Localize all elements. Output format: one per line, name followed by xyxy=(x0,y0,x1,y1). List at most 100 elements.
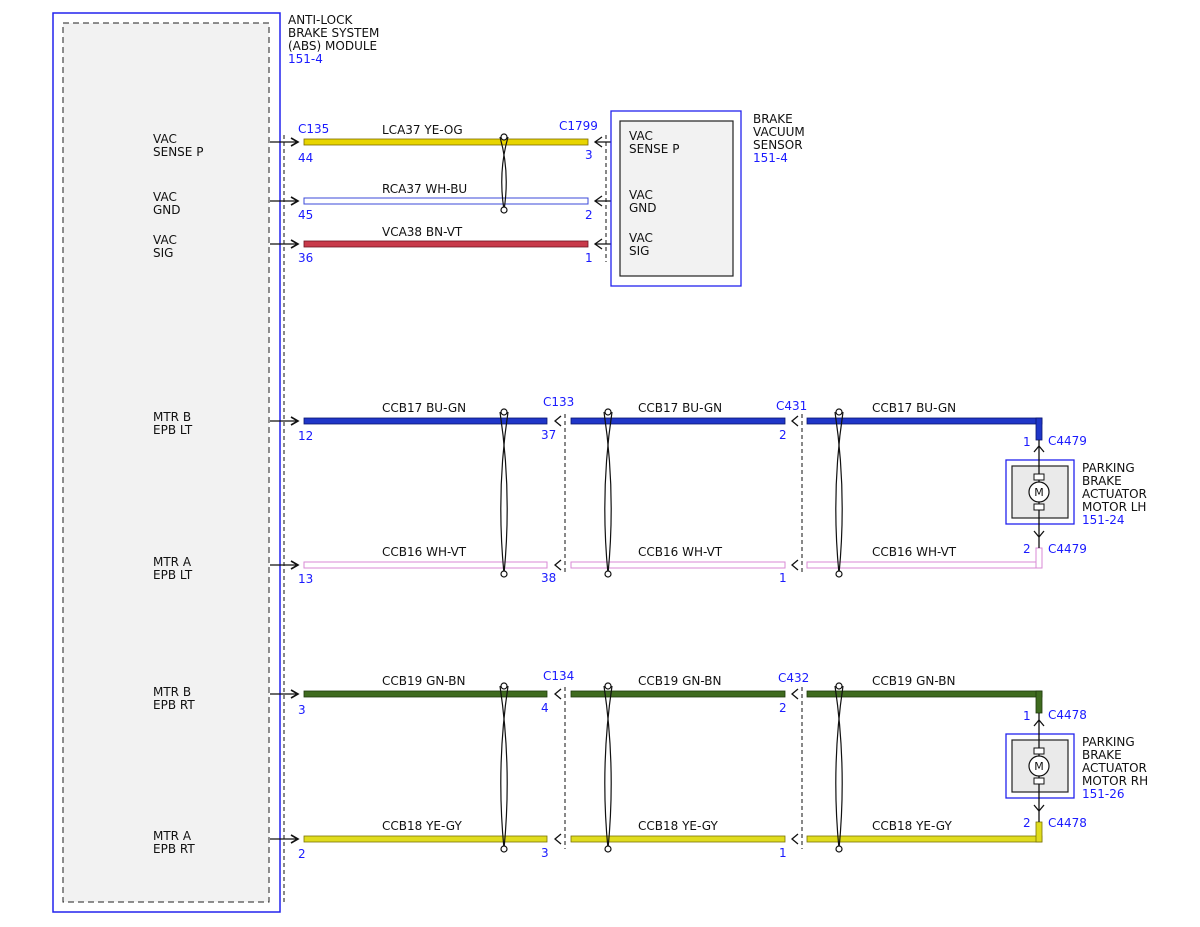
wire-label-lca37: LCA37 YE-OG xyxy=(382,123,463,137)
diagram-label: GND xyxy=(629,201,657,215)
pin-c4479-1: 1 xyxy=(1023,435,1031,449)
wire-label-ccb19-b: CCB19 GN-BN xyxy=(638,674,721,688)
wire-lca37 xyxy=(303,138,589,146)
pin-c1799-3: 3 xyxy=(585,148,593,162)
abs-module xyxy=(52,12,281,913)
wire-label-ccb17-a: CCB17 BU-GN xyxy=(382,401,466,415)
diagram-label: MOTOR RH xyxy=(1082,774,1148,788)
pin-c134-3: 3 xyxy=(541,846,549,860)
actuator-rh-title: PARKING BRAKE ACTUATOR MOTOR RH 151-26 xyxy=(1082,735,1148,801)
wire-label-ccb19-c: CCB19 GN-BN xyxy=(872,674,955,688)
motor-rh-icon xyxy=(1028,755,1050,777)
pin-c135-44: 44 xyxy=(298,151,313,165)
pin-abs-13: 13 xyxy=(298,572,313,586)
wire-rca37 xyxy=(303,197,589,205)
abs-module-ref: 151-4 xyxy=(288,52,323,66)
wire-label-ccb16-a: CCB16 WH-VT xyxy=(382,545,467,559)
diagram-label: EPB RT xyxy=(153,698,195,712)
epb-rt-arrows xyxy=(553,688,799,845)
pin-c432-1: 1 xyxy=(779,846,787,860)
diagram-label: SENSE P xyxy=(629,142,679,156)
pin-c431-1: 1 xyxy=(779,571,787,585)
wire-label-ccb19-a: CCB19 GN-BN xyxy=(382,674,465,688)
wire-label-ccb17-b: CCB17 BU-GN xyxy=(638,401,722,415)
pin-c431-2: 2 xyxy=(779,428,787,442)
brake-vacuum-sensor xyxy=(610,110,742,287)
pin-c4478-1: 1 xyxy=(1023,709,1031,723)
actuator-lh-title: PARKING BRAKE ACTUATOR MOTOR LH 151-24 xyxy=(1082,461,1147,527)
wire-label-ccb18-b: CCB18 YE-GY xyxy=(638,819,718,833)
abs-pin-labels: VAC SENSE P VAC GND VAC SIG MTR B EPB LT… xyxy=(153,132,203,856)
pin-label-vac-sense-p: VAC xyxy=(153,132,177,146)
diagram-label: (ABS) MODULE xyxy=(288,39,377,53)
diagram-label: BRAKE xyxy=(1082,748,1122,762)
pin-label-mtr-a-epb-rt: MTR A xyxy=(153,829,192,843)
diagram-label: PARKING xyxy=(1082,461,1135,475)
diagram-label: ACTUATOR xyxy=(1082,761,1147,775)
connector-c4478-top-label: C4478 xyxy=(1048,708,1087,722)
sensor-ref: 151-4 xyxy=(753,151,788,165)
diagram-label: EPB RT xyxy=(153,842,195,856)
diagram-label: EPB LT xyxy=(153,423,193,437)
wire-label-ccb17-c: CCB17 BU-GN xyxy=(872,401,956,415)
pin-abs-2: 2 xyxy=(298,847,306,861)
diagram-label: SIG xyxy=(629,244,649,258)
wire-label-ccb18-a: CCB18 YE-GY xyxy=(382,819,462,833)
wire-ccb16 xyxy=(303,547,1043,569)
diagram-label: SENSOR xyxy=(753,138,803,152)
pin-c432-2: 2 xyxy=(779,701,787,715)
connector-c431-label: C431 xyxy=(776,399,807,413)
connector-c135-label: C135 xyxy=(298,122,329,136)
connector-c1799-label: C1799 xyxy=(559,119,598,133)
wire-vca38 xyxy=(303,240,589,248)
connector-c4479-bottom-label: C4479 xyxy=(1048,542,1087,556)
pin-c133-38: 38 xyxy=(541,571,556,585)
twisted-pair-symbol xyxy=(499,133,509,214)
diagram-label: SENSE P xyxy=(153,145,203,159)
wire-ccb19 xyxy=(303,690,1043,714)
diagram-label: PARKING xyxy=(1082,735,1135,749)
diagram-label: BRAKE xyxy=(1082,474,1122,488)
motor-rh-symbol: M xyxy=(1034,760,1044,773)
wire-ccb18 xyxy=(303,821,1043,843)
diagram-label: VACUUM xyxy=(753,125,805,139)
diagram-label: BRAKE SYSTEM xyxy=(288,26,379,40)
wire-label-ccb16-c: CCB16 WH-VT xyxy=(872,545,957,559)
pin-label-mtr-b-epb-lt: MTR B xyxy=(153,410,191,424)
diagram-label: MOTOR LH xyxy=(1082,500,1146,514)
wire-label-ccb16-b: CCB16 WH-VT xyxy=(638,545,723,559)
wire-label-vca38: VCA38 BN-VT xyxy=(382,225,463,239)
pin-label-mtr-a-epb-lt: MTR A xyxy=(153,555,192,569)
connector-c432-label: C432 xyxy=(778,671,809,685)
diagram-label: EPB LT xyxy=(153,568,193,582)
wire-ccb17 xyxy=(303,417,1043,441)
diagram-label: VAC xyxy=(629,129,653,143)
diagram-label: VAC xyxy=(629,188,653,202)
pin-c134-4: 4 xyxy=(541,701,549,715)
connector-c133-label: C133 xyxy=(543,395,574,409)
motor-lh-symbol: M xyxy=(1034,486,1044,499)
pin-c135-45: 45 xyxy=(298,208,313,222)
twisted-pair-epb-rt xyxy=(499,682,844,853)
connector-c134-label: C134 xyxy=(543,669,574,683)
twisted-pair-epb-lt xyxy=(499,408,844,578)
wire-label-rca37: RCA37 WH-BU xyxy=(382,182,467,196)
pin-c135-36: 36 xyxy=(298,251,313,265)
actuator-rh-ref: 151-26 xyxy=(1082,787,1125,801)
actuator-lh xyxy=(1005,440,1075,548)
pin-c4478-2: 2 xyxy=(1023,816,1031,830)
pin-label-vac-gnd: VAC xyxy=(153,190,177,204)
connector-c4479-top-label: C4479 xyxy=(1048,434,1087,448)
connector-c4478-bottom-label: C4478 xyxy=(1048,816,1087,830)
actuator-rh xyxy=(1005,713,1075,822)
abs-module-title: ANTI-LOCK BRAKE SYSTEM (ABS) MODULE 151-… xyxy=(288,13,379,66)
diagram-label: VAC xyxy=(629,231,653,245)
diagram-label: ACTUATOR xyxy=(1082,487,1147,501)
pin-label-vac-sig: VAC xyxy=(153,233,177,247)
diagram-label: BRAKE xyxy=(753,112,793,126)
epb-lt-arrows xyxy=(553,415,799,571)
diagram-label: GND xyxy=(153,203,181,217)
pin-c4479-2: 2 xyxy=(1023,542,1031,556)
actuator-lh-ref: 151-24 xyxy=(1082,513,1125,527)
